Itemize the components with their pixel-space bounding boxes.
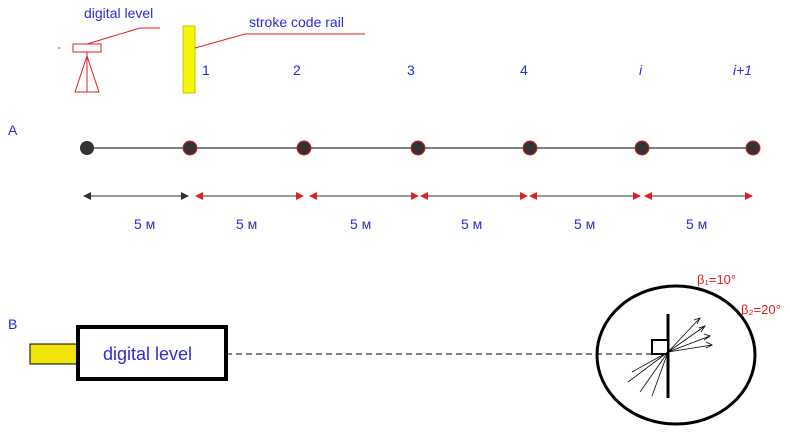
segment-label-6: 5 м: [686, 216, 708, 232]
station-label-4: 4: [520, 62, 528, 78]
tilt-rays: [627, 317, 713, 397]
section-a-label: A: [8, 122, 18, 138]
angle-label-2: β₂=20°: [741, 302, 781, 317]
station-point-i: [634, 140, 650, 156]
rail-target-box: [651, 339, 669, 355]
rail-label: stroke code rail: [249, 14, 344, 30]
magnifier-circle: [595, 284, 757, 426]
instrument-station-point: [80, 141, 94, 155]
angle-label-1: β₁=10°: [697, 272, 737, 287]
station-point-1: [182, 140, 198, 156]
segment-label-4: 5 м: [461, 216, 483, 232]
level-instrument-icon: [58, 43, 102, 93]
station-label-i: i: [639, 62, 643, 78]
segment-label-5: 5 м: [574, 216, 596, 232]
station-label-1: 1: [202, 62, 210, 78]
stroke-code-rail: [182, 25, 196, 94]
station-label-2: 2: [293, 62, 301, 78]
segment-label-1: 5 м: [134, 216, 156, 232]
station-point-2: [296, 140, 312, 156]
instrument-label: digital level: [84, 5, 154, 21]
instrument-body: [76, 325, 228, 381]
segment-label-2: 5 м: [236, 216, 258, 232]
station-label-i-plus-1: i+1: [733, 62, 753, 78]
station-point-3: [410, 140, 426, 156]
instrument-leader-line: [86, 27, 160, 45]
rail-leader-line: [194, 33, 365, 49]
station-label-3: 3: [407, 62, 415, 78]
segment-label-3: 5 м: [350, 216, 372, 232]
section-b-label: B: [8, 316, 18, 332]
instrument-box-label: digital level: [103, 344, 193, 364]
eyepiece: [29, 343, 83, 365]
station-point-i-plus-1: [745, 140, 761, 156]
station-point-4: [522, 140, 538, 156]
